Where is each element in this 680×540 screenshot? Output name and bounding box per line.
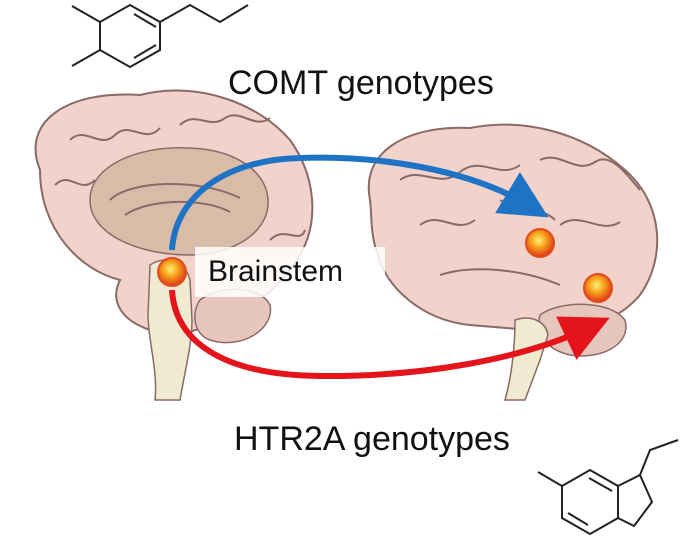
molecule-bottom-structure (537, 439, 679, 536)
molecule-top-structure (71, 3, 249, 69)
comt-genotypes-label: COMT genotypes (228, 64, 494, 102)
blue-pathway-arrow (169, 154, 549, 251)
cortex-node-upper (525, 228, 555, 258)
cortex-node-lower (583, 273, 613, 303)
brainstem-label-background (195, 247, 385, 297)
htr2a-genotypes-label: HTR2A genotypes (234, 420, 510, 458)
red-pathway-arrow (169, 289, 610, 380)
brainstem-node (157, 257, 187, 287)
right-brainstem (504, 317, 549, 401)
brainstem-label: Brainstem (208, 255, 344, 288)
left-cerebellum (194, 288, 272, 344)
right-brain-outline (367, 123, 659, 333)
